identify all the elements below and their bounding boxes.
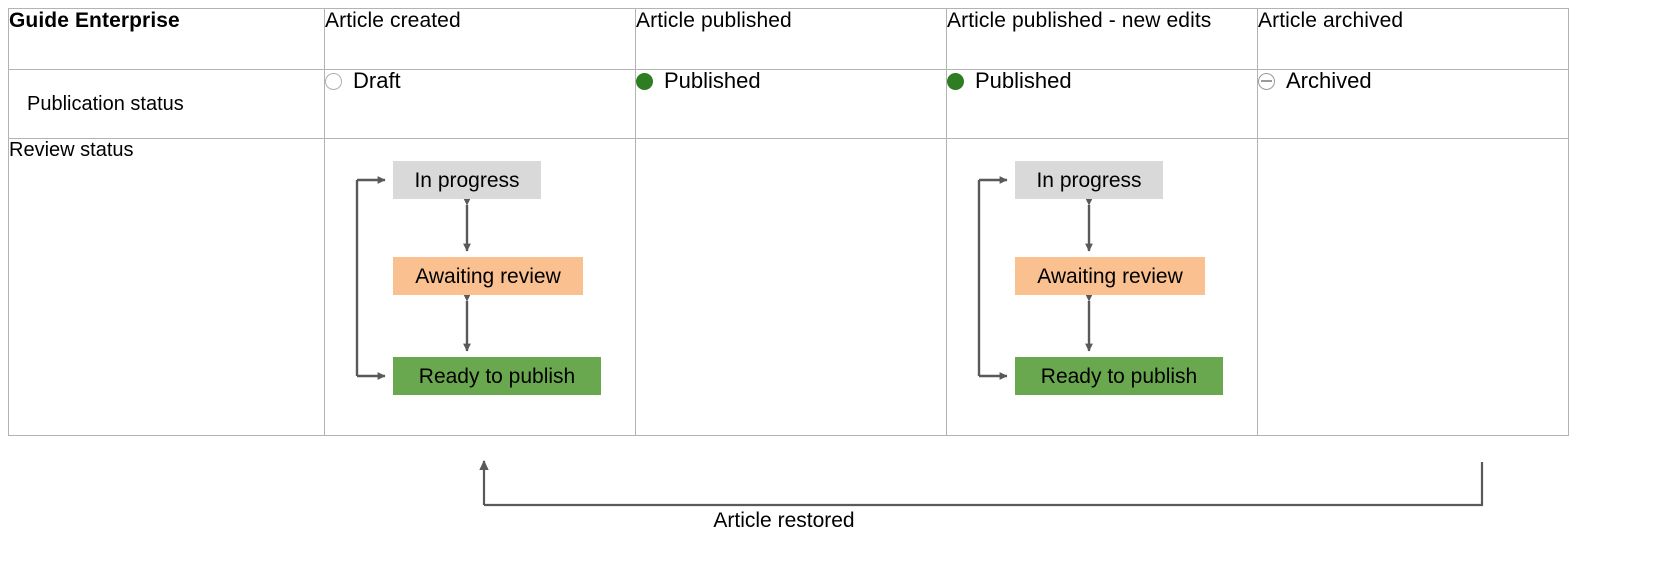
flow-node-ready-to-publish[interactable]: Ready to publish: [393, 357, 601, 395]
article-restored-connector: Article restored: [0, 434, 1680, 568]
flow-node-in-progress[interactable]: In progress: [393, 161, 541, 199]
column-header-article-published-new-edits: Article published - new edits: [946, 8, 1258, 70]
review-status-row: Review status: [8, 138, 1569, 436]
flow-node-label: Ready to publish: [418, 364, 576, 388]
circle-filled-green-icon: [636, 72, 653, 90]
flow-node-label: Ready to publish: [1040, 364, 1198, 388]
review-status-article-published: [635, 138, 947, 436]
row-label-publication-status: Publication status: [8, 69, 325, 139]
flow-node-label: In progress: [1036, 168, 1142, 192]
flow-node-awaiting-review[interactable]: Awaiting review: [1015, 257, 1205, 295]
row-label-review-status: Review status: [8, 138, 325, 436]
status-badge-published: Published: [947, 70, 1257, 92]
matrix-header-row: Guide Enterprise Article created Article…: [8, 8, 1569, 70]
column-header-article-archived: Article archived: [1257, 8, 1569, 70]
review-flow-connectors: [355, 176, 471, 380]
publication-status-article-published: Published: [635, 69, 947, 139]
status-badge-label: Published: [664, 68, 761, 93]
article-workflow-matrix: Guide Enterprise Article created Article…: [8, 8, 1569, 436]
column-header-article-created: Article created: [324, 8, 636, 70]
column-header-article-published: Article published: [635, 8, 947, 70]
publication-status-article-archived: Archived: [1257, 69, 1569, 139]
status-badge-published: Published: [636, 70, 946, 92]
status-badge-draft: Draft: [325, 70, 635, 92]
review-status-article-created: In progress Awaiting review Ready to pub…: [324, 138, 636, 436]
review-flow-diagram: In progress Awaiting review Ready to pub…: [947, 139, 1257, 435]
review-flow-connectors: [977, 176, 1093, 380]
review-status-article-archived: [1257, 138, 1569, 436]
status-badge-archived: Archived: [1258, 70, 1568, 92]
circle-minus-icon: [1258, 72, 1275, 90]
publication-status-article-created: Draft: [324, 69, 636, 139]
publication-status-article-published-new-edits: Published: [946, 69, 1258, 139]
flow-node-label: In progress: [414, 168, 520, 192]
status-badge-label: Draft: [353, 68, 401, 93]
flow-node-awaiting-review[interactable]: Awaiting review: [393, 257, 583, 295]
publication-status-row: Publication status Draft Published: [8, 69, 1569, 139]
circle-outline-icon: [325, 72, 342, 90]
brand-title: Guide Enterprise: [8, 8, 325, 70]
flow-node-ready-to-publish[interactable]: Ready to publish: [1015, 357, 1223, 395]
circle-filled-green-icon: [947, 72, 964, 90]
status-badge-label: Archived: [1286, 68, 1372, 93]
article-restored-arrow: [479, 460, 1484, 507]
flow-node-label: Awaiting review: [415, 264, 561, 288]
review-status-article-published-new-edits: In progress Awaiting review Ready to pub…: [946, 138, 1258, 436]
flow-node-label: Awaiting review: [1037, 264, 1183, 288]
flow-node-in-progress[interactable]: In progress: [1015, 161, 1163, 199]
review-flow-diagram: In progress Awaiting review Ready to pub…: [325, 139, 635, 435]
status-badge-label: Published: [975, 68, 1072, 93]
